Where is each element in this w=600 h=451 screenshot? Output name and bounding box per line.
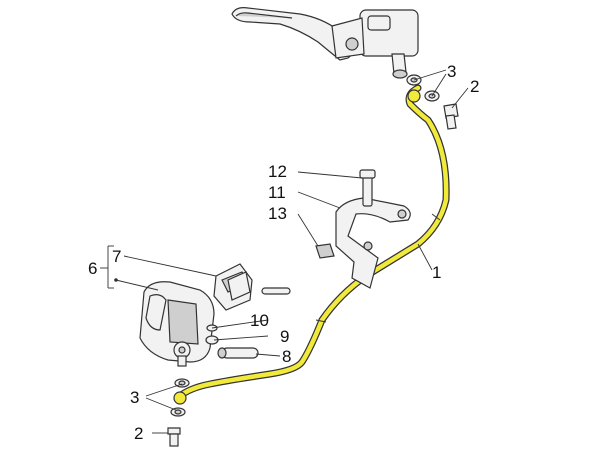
- callout-11: 11: [268, 183, 286, 202]
- brake-pads: [213, 263, 253, 311]
- brake-lever-master-cylinder: [231, 7, 419, 79]
- brake-caliper: [139, 281, 215, 367]
- leader-lines: [100, 69, 469, 434]
- callout-7: 7: [112, 247, 121, 266]
- callout-9: 9: [280, 327, 289, 346]
- hose-bracket-assembly: [315, 169, 411, 289]
- top-washers-and-bolt: [406, 74, 459, 130]
- callout-labels: 1 2 3 12 11 13 6 7 10 9 8 3 2: [88, 62, 479, 443]
- brake-hose: [173, 84, 450, 405]
- callout-2-top: 2: [470, 77, 479, 96]
- callout-3-top: 3: [447, 62, 456, 81]
- caliper-pins: [205, 287, 291, 359]
- callout-13: 13: [268, 204, 287, 223]
- callout-10: 10: [250, 311, 269, 330]
- callout-8: 8: [282, 347, 291, 366]
- callout-2-bottom: 2: [134, 424, 143, 443]
- callout-12: 12: [268, 162, 287, 181]
- callout-6: 6: [88, 259, 97, 278]
- callout-1: 1: [432, 263, 441, 282]
- callout-3-bottom: 3: [130, 388, 139, 407]
